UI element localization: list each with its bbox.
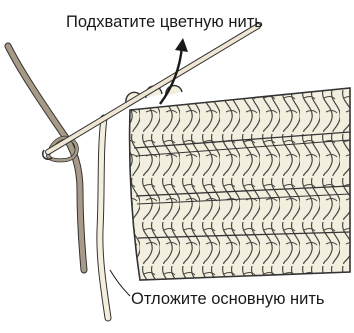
leader-line: [110, 270, 130, 296]
caption-set-aside: Отложите основную нить: [131, 290, 351, 309]
contrast-yarn: [8, 46, 84, 270]
crochet-fabric: [130, 88, 350, 280]
caption-pick-up: Подхватите цветную нить: [66, 13, 263, 32]
main-yarn: [100, 118, 108, 318]
